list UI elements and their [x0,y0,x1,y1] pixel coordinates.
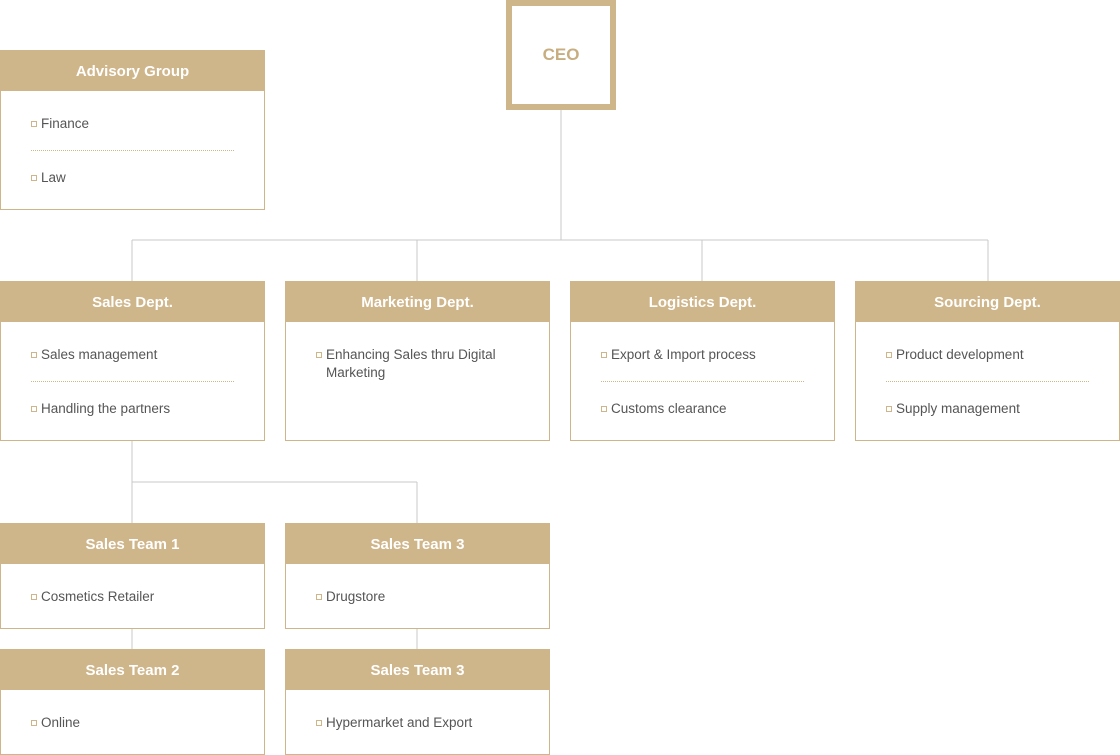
sales-team-3-hypermarket-box: Sales Team 3 Hypermarket and Export [285,649,550,755]
marketing-dept-title: Marketing Dept. [286,282,549,322]
sales-team-title: Sales Team 2 [1,650,264,690]
ceo-box: CEO [506,0,616,110]
sales-dept-item: Sales management [31,346,234,364]
advisory-group-box: Advisory Group Finance Law [0,50,265,210]
advisory-item-finance: Finance [31,115,234,133]
sales-dept-title: Sales Dept. [1,282,264,322]
logistics-dept-item: Customs clearance [601,400,804,418]
sales-team-item: Cosmetics Retailer [31,588,234,606]
logistics-dept-box: Logistics Dept. Export & Import process … [570,281,835,441]
item-divider [31,150,234,151]
sales-team-title: Sales Team 3 [286,524,549,564]
item-divider [601,381,804,382]
sales-team-3-drugstore-box: Sales Team 3 Drugstore [285,523,550,629]
sales-team-2-box: Sales Team 2 Online [0,649,265,755]
sourcing-dept-box: Sourcing Dept. Product development Suppl… [855,281,1120,441]
advisory-group-title: Advisory Group [1,51,264,91]
logistics-dept-item: Export & Import process [601,346,804,364]
sourcing-dept-item: Product development [886,346,1089,364]
logistics-dept-title: Logistics Dept. [571,282,834,322]
marketing-dept-item: Enhancing Sales thru Digital Marketing [316,346,511,382]
advisory-item-law: Law [31,169,234,187]
sourcing-dept-title: Sourcing Dept. [856,282,1119,322]
sales-dept-item: Handling the partners [31,400,234,418]
item-divider [886,381,1089,382]
ceo-label: CEO [542,45,580,64]
item-divider [31,381,234,382]
sales-dept-box: Sales Dept. Sales management Handling th… [0,281,265,441]
sales-team-title: Sales Team 3 [286,650,549,690]
sales-team-1-box: Sales Team 1 Cosmetics Retailer [0,523,265,629]
sourcing-dept-item: Supply management [886,400,1089,418]
marketing-dept-box: Marketing Dept. Enhancing Sales thru Dig… [285,281,550,441]
sales-team-item: Hypermarket and Export [316,714,519,732]
sales-team-item: Online [31,714,234,732]
sales-team-item: Drugstore [316,588,519,606]
sales-team-title: Sales Team 1 [1,524,264,564]
